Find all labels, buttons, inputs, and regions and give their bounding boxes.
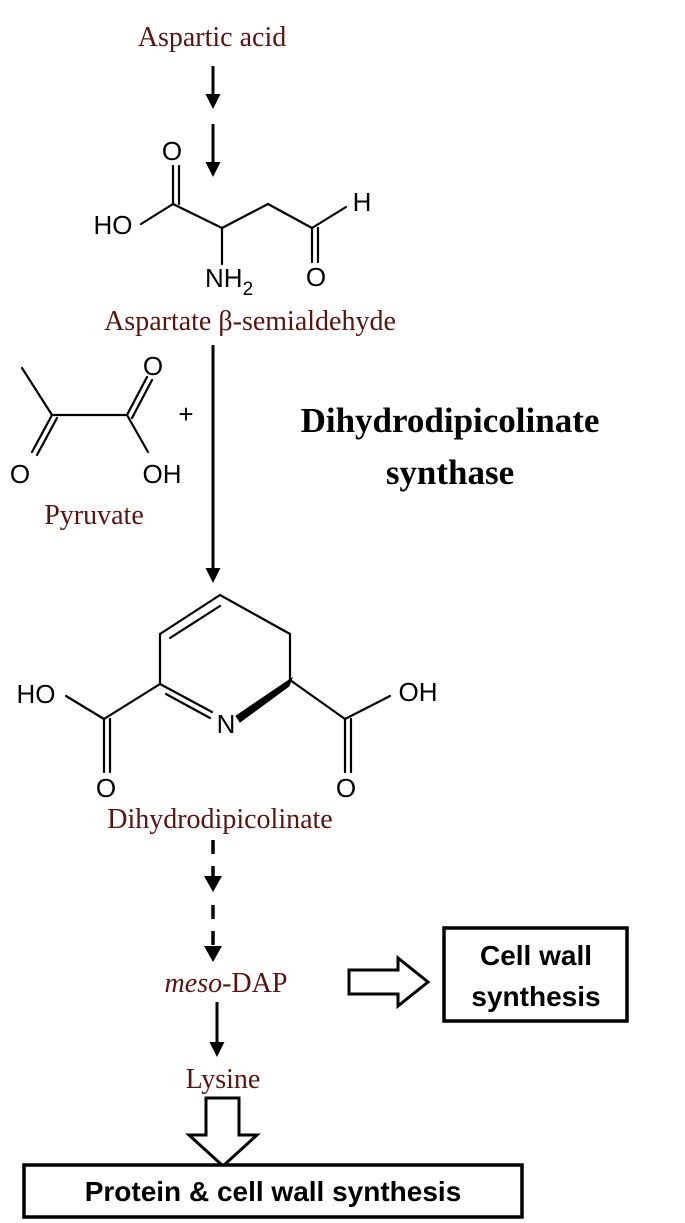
semialdehyde-ho: HO bbox=[94, 210, 133, 240]
cell-wall-line1: Cell wall bbox=[480, 940, 592, 971]
dihydrodipicolinate-label: Dihydrodipicolinate bbox=[107, 804, 333, 835]
enzyme-name-line2: synthase bbox=[386, 453, 514, 492]
dhdp-left-ho: HO bbox=[17, 679, 56, 709]
pyruvate-oh: OH bbox=[143, 459, 182, 489]
aspartic-acid-label: Aspartic acid bbox=[138, 22, 287, 53]
ring-nitrogen: N bbox=[217, 709, 236, 739]
semialdehyde-aldehyde-o: O bbox=[306, 262, 326, 292]
dhdp-right-o: O bbox=[336, 773, 356, 803]
pyruvate-structure: O O OH bbox=[10, 351, 182, 489]
protein-box-label: Protein & cell wall synthesis bbox=[85, 1176, 462, 1207]
dhdp-right-oh: OH bbox=[399, 677, 438, 707]
hollow-arrow-to-protein bbox=[185, 1096, 261, 1169]
aspartate-semialdehyde-label: Aspartate β-semialdehyde bbox=[104, 306, 396, 337]
semialdehyde-carbonyl-o: O bbox=[162, 136, 182, 166]
semialdehyde-nh2: NH2 bbox=[205, 263, 253, 300]
dashed-arrow-to-meso-dap bbox=[204, 840, 222, 962]
dihydrodipicolinate-structure: N HO OH O O bbox=[17, 593, 438, 803]
dhdp-left-o: O bbox=[96, 773, 116, 803]
cell-wall-synthesis-box bbox=[442, 926, 629, 1023]
hollow-arrow-to-cell-wall bbox=[347, 954, 431, 1010]
pyruvate-label: Pyruvate bbox=[44, 500, 144, 531]
plus-sign: + bbox=[178, 399, 193, 429]
semialdehyde-h: H bbox=[353, 187, 372, 217]
cell-wall-line2: synthesis bbox=[471, 981, 600, 1012]
protein-cell-wall-box bbox=[22, 1163, 524, 1219]
enzyme-name-line1: Dihydrodipicolinate bbox=[301, 401, 600, 440]
lysine-label: Lysine bbox=[186, 1064, 261, 1095]
meso-dap-label: meso-DAP bbox=[165, 968, 288, 999]
pyruvate-top-o: O bbox=[143, 351, 163, 381]
pyruvate-keto-o: O bbox=[10, 459, 30, 489]
aspartate-semialdehyde-structure: O HO H O NH2 bbox=[94, 136, 372, 300]
